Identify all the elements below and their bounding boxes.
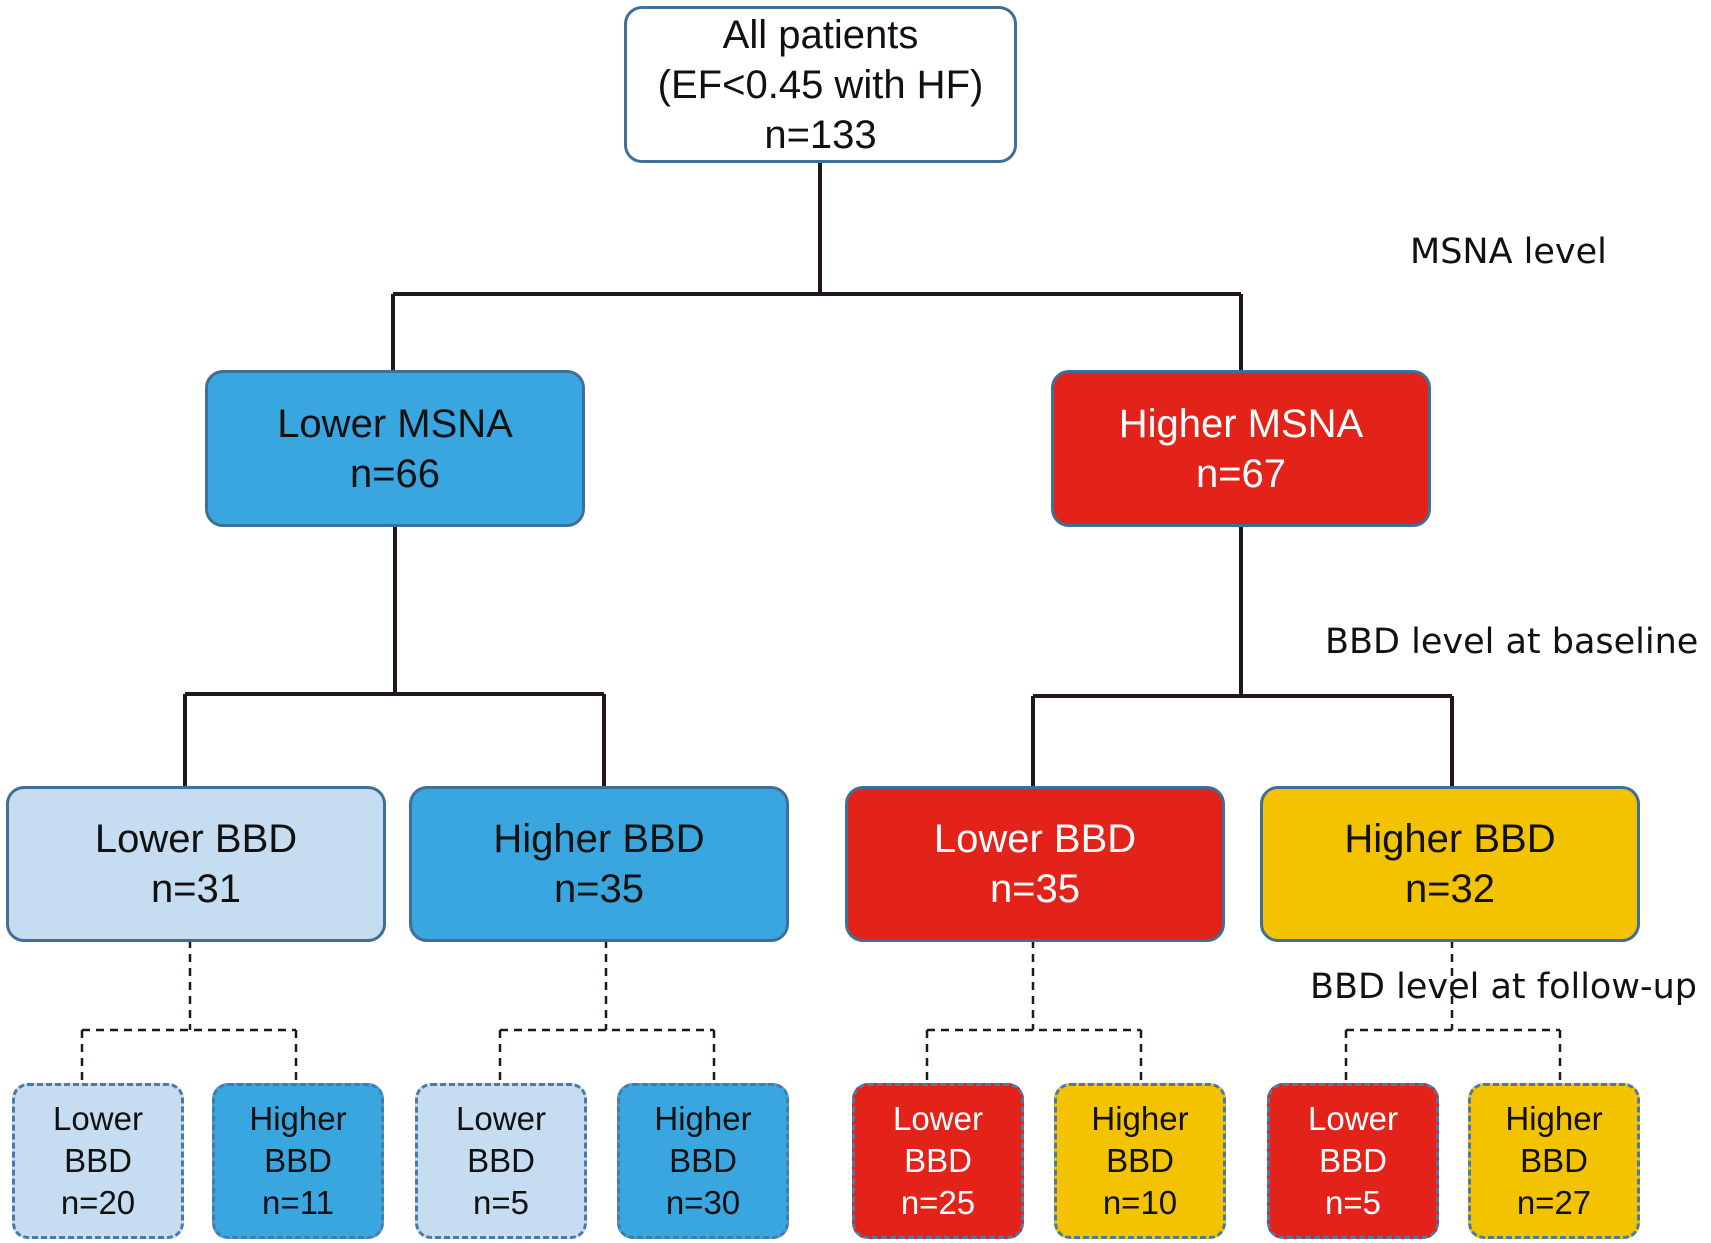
followup-count: n=10 [1102, 1184, 1178, 1221]
connector-lower-msna [183, 525, 606, 788]
level2-label: Higher BBD [493, 817, 705, 861]
followup-line1: Lower [893, 1100, 983, 1137]
level2-label: Lower BBD [94, 817, 298, 861]
higher-msna-lower-bbd-box: Lower BBD n=35 [845, 786, 1225, 942]
followup-line2: BBD [669, 1142, 737, 1179]
higher-msna-box: Higher MSNA n=67 [1051, 370, 1431, 527]
followup-box-5: Lower BBD n=25 [852, 1083, 1024, 1239]
level2-label: Lower BBD [933, 817, 1137, 861]
lower-msna-box: Lower MSNA n=66 [205, 370, 585, 527]
root-count: n=133 [764, 112, 877, 157]
lower-msna-lower-bbd-box: Lower BBD n=31 [6, 786, 386, 942]
lower-msna-higher-bbd-box: Higher BBD n=35 [409, 786, 789, 942]
followup-line2: BBD [1520, 1142, 1588, 1179]
followup-box-3: Lower BBD n=5 [415, 1083, 587, 1239]
followup-line2: BBD [264, 1142, 332, 1179]
followup-count: n=27 [1516, 1184, 1592, 1221]
connector-dashed-2 [498, 940, 716, 1088]
level-label-bbd-baseline: BBD level at baseline [1325, 622, 1699, 662]
followup-count: n=30 [665, 1184, 741, 1221]
root-subtitle: (EF<0.45 with HF) [657, 62, 984, 107]
followup-line1: Higher [654, 1100, 752, 1137]
followup-line1: Lower [456, 1100, 546, 1137]
followup-count: n=5 [1325, 1184, 1381, 1221]
level2-count: n=35 [553, 867, 645, 911]
followup-line2: BBD [904, 1142, 972, 1179]
followup-line2: BBD [64, 1142, 132, 1179]
followup-box-2: Higher BBD n=11 [212, 1083, 384, 1239]
followup-line2: BBD [1319, 1142, 1387, 1179]
connector-dashed-4 [1344, 940, 1562, 1088]
followup-box-1: Lower BBD n=20 [12, 1083, 184, 1239]
followup-line1: Lower [1308, 1100, 1398, 1137]
level-label-msna: MSNA level [1410, 232, 1607, 272]
level2-count: n=35 [989, 867, 1081, 911]
followup-line1: Higher [249, 1100, 347, 1137]
followup-line2: BBD [1106, 1142, 1174, 1179]
root-box: All patients (EF<0.45 with HF) n=133 [624, 6, 1017, 163]
connector-dashed-1 [80, 940, 298, 1088]
followup-box-6: Higher BBD n=10 [1054, 1083, 1226, 1239]
followup-box-8: Higher BBD n=27 [1468, 1083, 1640, 1239]
followup-line1: Lower [53, 1100, 143, 1137]
lower-msna-count: n=66 [349, 451, 441, 496]
followup-box-4: Higher BBD n=30 [617, 1083, 789, 1239]
connector-higher-msna [1031, 527, 1454, 788]
level-label-bbd-followup: BBD level at follow-up [1310, 967, 1697, 1007]
followup-line1: Higher [1091, 1100, 1189, 1137]
followup-count: n=20 [60, 1184, 136, 1221]
followup-count: n=5 [473, 1184, 529, 1221]
higher-msna-label: Higher MSNA [1118, 401, 1364, 446]
level2-label: Higher BBD [1344, 817, 1556, 861]
level2-count: n=32 [1404, 867, 1496, 911]
higher-msna-higher-bbd-box: Higher BBD n=32 [1260, 786, 1640, 942]
lower-msna-label: Lower MSNA [277, 401, 513, 446]
higher-msna-count: n=67 [1195, 451, 1287, 496]
followup-box-7: Lower BBD n=5 [1267, 1083, 1439, 1239]
connector-dashed-3 [925, 940, 1143, 1088]
followup-line2: BBD [467, 1142, 535, 1179]
root-title: All patients [722, 12, 919, 57]
followup-count: n=25 [900, 1184, 976, 1221]
followup-line1: Higher [1505, 1100, 1603, 1137]
followup-count: n=11 [262, 1184, 334, 1221]
level2-count: n=31 [150, 867, 242, 911]
connector-root [391, 160, 1243, 372]
